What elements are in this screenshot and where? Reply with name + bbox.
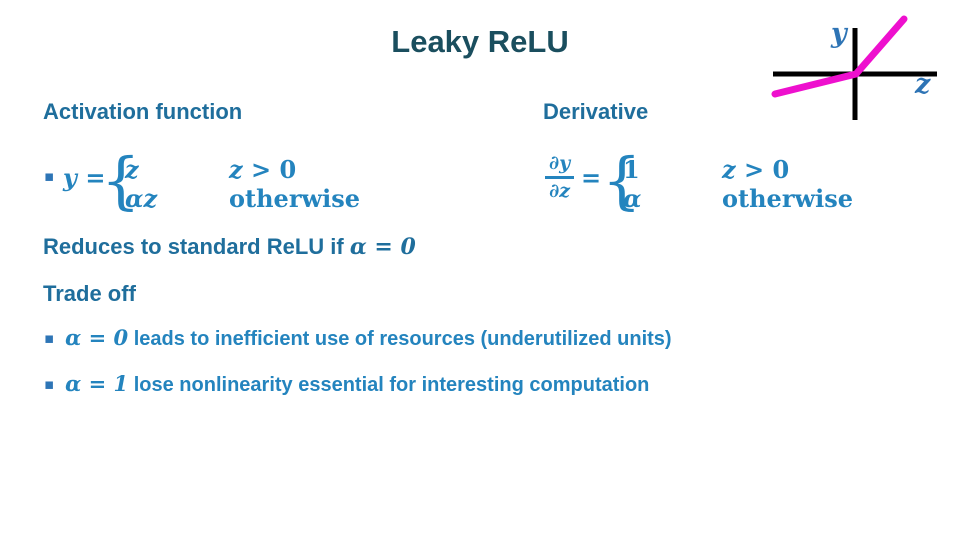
bullet-square-icon: ▪ xyxy=(44,167,55,185)
derivative-equals: = xyxy=(581,163,602,192)
derivative-numerator: ∂y xyxy=(545,152,575,179)
leaky-relu-curve xyxy=(771,15,908,98)
activation-case-values: z αz xyxy=(125,155,157,213)
slide-title: Leaky ReLU xyxy=(391,24,569,59)
derivative-fraction: ∂y ∂z xyxy=(545,152,575,202)
activation-equals: = xyxy=(85,163,106,192)
activation-case-brace: { xyxy=(101,144,141,217)
activation-heading: Activation function xyxy=(43,99,243,124)
leaky-relu-plot: y z xyxy=(768,6,940,124)
derivative-heading: Derivative xyxy=(543,99,649,124)
condition-variable: z xyxy=(229,155,243,184)
activation-case-condition-2: otherwise xyxy=(229,184,360,213)
tradeoff-bullet-1-math: α = 0 xyxy=(65,325,129,350)
condition-text: otherwise xyxy=(722,184,854,213)
activation-case-value-1: z xyxy=(125,155,139,184)
activation-variable-y: y xyxy=(63,163,77,192)
reduces-note-text: Reduces to standard ReLU if xyxy=(43,234,350,259)
reduces-note-math: α = 0 xyxy=(349,234,416,260)
tradeoff-bullet-2: ▪ α = 1 lose nonlinearity essential for i… xyxy=(44,371,649,397)
condition-text: > 0 xyxy=(242,155,297,184)
derivative-case-values: 1 α xyxy=(623,155,641,213)
condition-text: > 0 xyxy=(735,155,790,184)
bullet-square-icon: ▪ xyxy=(44,329,55,347)
y-axis-label: y xyxy=(831,18,847,49)
tradeoff-bullet-2-math: α = 1 xyxy=(65,371,129,396)
bullet-square-icon: ▪ xyxy=(44,375,55,393)
derivative-case-brace: { xyxy=(602,144,642,217)
plot-canvas xyxy=(771,15,937,120)
derivative-case-conditions: z > 0 otherwise xyxy=(722,155,853,213)
tradeoff-bullet-1-text: leads to inefficient use of resources (u… xyxy=(128,328,672,350)
derivative-case-value-1: 1 xyxy=(623,155,640,184)
condition-variable: z xyxy=(722,155,736,184)
z-axis-label: z xyxy=(915,69,931,100)
activation-case-condition-1: z > 0 xyxy=(229,155,360,184)
derivative-case-value-2: α xyxy=(623,184,642,213)
reduces-note: Reduces to standard ReLU if α = 0 xyxy=(43,234,416,260)
derivative-denominator: ∂z xyxy=(549,180,571,202)
condition-text: otherwise xyxy=(229,184,361,213)
activation-case-value-2: αz xyxy=(125,184,158,213)
activation-case-conditions: z > 0 otherwise xyxy=(229,155,360,213)
derivative-case-condition-1: z > 0 xyxy=(722,155,853,184)
tradeoff-heading: Trade off xyxy=(43,281,136,306)
derivative-case-condition-2: otherwise xyxy=(722,184,853,213)
tradeoff-bullet-1: ▪ α = 0 leads to inefficient use of resou… xyxy=(44,325,672,351)
tradeoff-bullet-2-text: lose nonlinearity essential for interest… xyxy=(128,374,650,396)
activation-lhs: y = xyxy=(63,163,105,192)
